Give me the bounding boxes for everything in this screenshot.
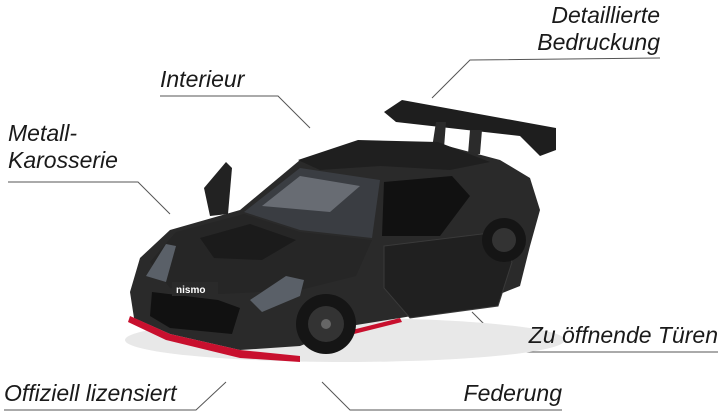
side-window: [382, 176, 470, 236]
wing-stand-left: [432, 122, 446, 148]
front-wheel: [296, 294, 356, 354]
label-suspension: Federung: [463, 380, 562, 406]
label-metal-body: Metall- Karosserie: [8, 120, 118, 174]
label-printing: Detaillierte Bedruckung: [520, 2, 660, 56]
left-door-open: [204, 162, 232, 216]
label-printing-line2: Bedruckung: [537, 29, 660, 55]
leader-line-suspension: [321, 381, 562, 411]
front-lip-red: [128, 316, 300, 362]
rear-wing: [384, 100, 556, 156]
hood-vents: [200, 224, 296, 260]
headlight-left: [146, 244, 176, 282]
label-printing-line1: Detaillierte: [551, 2, 660, 28]
side-skirt-red: [352, 318, 402, 334]
label-metal-line2: Karosserie: [8, 147, 118, 173]
leader-line-interior: [160, 95, 311, 129]
front-grille: [150, 292, 240, 334]
leader-line-printing: [431, 57, 661, 99]
rear-wheel: [482, 218, 526, 262]
headlight-right: [250, 276, 304, 312]
label-interior: Interieur: [160, 66, 245, 92]
leader-line-licensed: [4, 381, 227, 411]
wing-stand-right: [468, 130, 482, 154]
label-licensed: Offiziell lizensiert: [4, 380, 177, 406]
grille-badge-bg: [172, 282, 218, 296]
windshield-reflection: [262, 176, 360, 212]
roof: [298, 140, 490, 170]
label-doors: Zu öffnende Türen: [528, 322, 718, 348]
nismo-badge: nismo: [176, 285, 205, 296]
label-metal-line1: Metall-: [8, 120, 78, 146]
leader-line-metal: [8, 181, 171, 215]
